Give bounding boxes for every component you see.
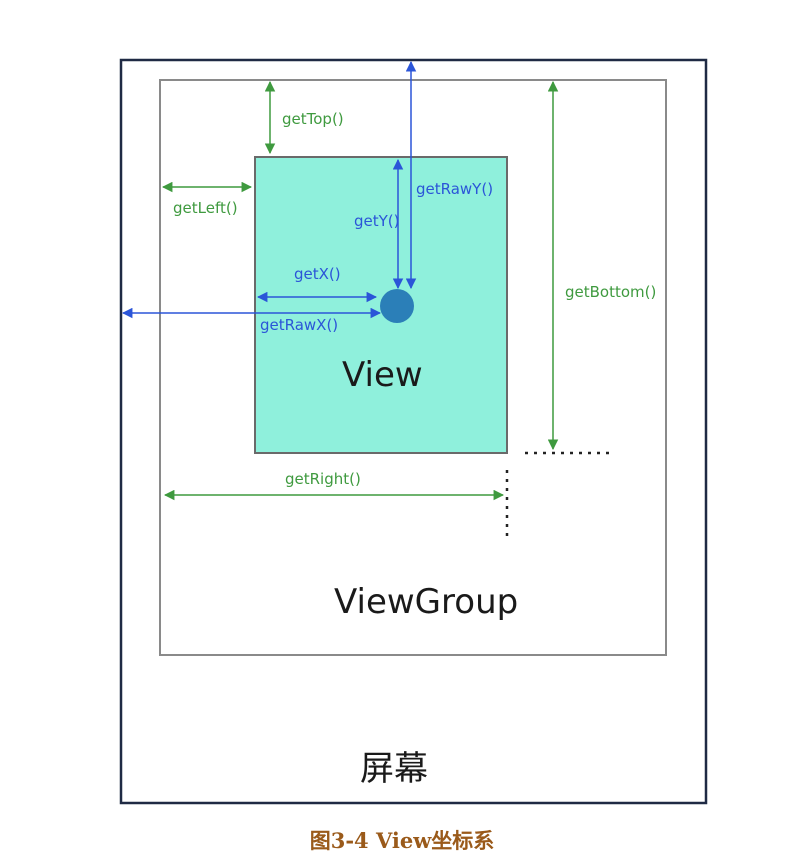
screen-label: 屏幕	[360, 749, 428, 789]
touch-point	[380, 289, 414, 323]
view-label: View	[342, 355, 423, 395]
view-coordinate-diagram: getTop() getLeft() getBottom() getRight(…	[119, 58, 708, 805]
get-right-label: getRight()	[285, 470, 361, 488]
get-raw-x-label: getRawX()	[260, 316, 338, 334]
get-left-label: getLeft()	[173, 199, 238, 217]
get-x-label: getX()	[294, 265, 341, 283]
get-raw-y-label: getRawY()	[416, 180, 493, 198]
get-y-label: getY()	[354, 212, 400, 230]
get-top-label: getTop()	[282, 110, 344, 128]
get-bottom-label: getBottom()	[565, 283, 656, 301]
figure-caption: 图3-4 View坐标系	[309, 828, 495, 853]
viewgroup-label: ViewGroup	[334, 582, 518, 622]
